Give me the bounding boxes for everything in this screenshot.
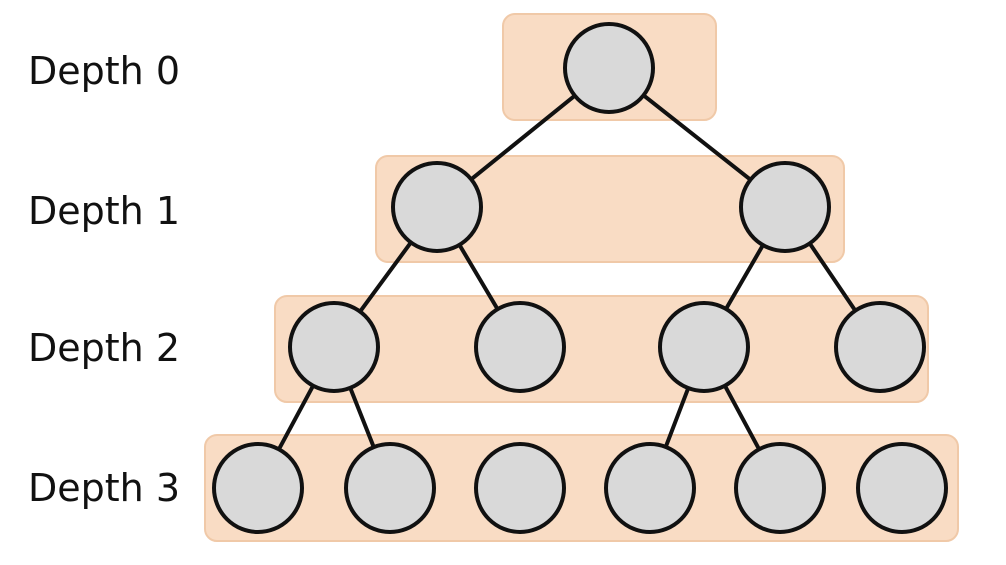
tree-edge-0 — [469, 93, 577, 182]
tree-edge-6 — [276, 383, 316, 452]
depth-band-3 — [204, 434, 959, 542]
tree-edge-9 — [722, 383, 762, 452]
depth-label-0: Depth 0 — [28, 49, 180, 93]
tree-node-3 — [288, 301, 380, 393]
depth-label-3: Depth 3 — [28, 466, 180, 510]
tree-edge-8 — [663, 386, 691, 449]
tree-edge-2 — [358, 240, 413, 314]
tree-node-8 — [344, 442, 436, 534]
depth-band-1 — [375, 155, 845, 263]
tree-node-9 — [474, 442, 566, 534]
tree-node-1 — [391, 161, 483, 253]
tree-edge-1 — [641, 93, 753, 182]
tree-edge-7 — [348, 385, 376, 450]
depth-band-2 — [274, 295, 929, 403]
tree-node-6 — [834, 301, 926, 393]
tree-node-4 — [474, 301, 566, 393]
tree-node-2 — [739, 161, 831, 253]
tree-edge-3 — [457, 242, 500, 312]
tree-node-12 — [856, 442, 948, 534]
tree-edge-5 — [807, 241, 858, 313]
tree-node-5 — [658, 301, 750, 393]
tree-node-11 — [734, 442, 826, 534]
tree-node-0 — [563, 22, 655, 114]
tree-edges — [276, 93, 858, 452]
tree-node-10 — [604, 442, 696, 534]
depth-label-2: Depth 2 — [28, 326, 180, 370]
depth-label-1: Depth 1 — [28, 189, 180, 233]
tree-edge-4 — [724, 243, 765, 311]
tree-nodes — [212, 22, 948, 534]
tree-node-7 — [212, 442, 304, 534]
